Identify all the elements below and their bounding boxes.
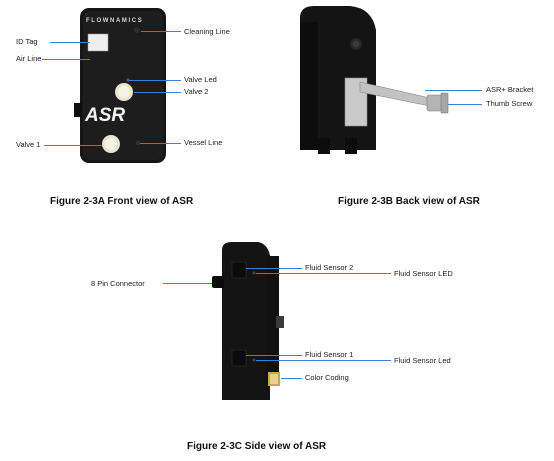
caption-figure-b: Figure 2-3B Back view of ASR — [338, 196, 480, 207]
leader-id-tag — [50, 42, 90, 43]
label-valve-2: Valve 2 — [184, 87, 209, 96]
leader-bracket — [425, 90, 482, 91]
leader-valve-2 — [134, 92, 181, 93]
label-connector: 8 Pin Connector — [91, 279, 145, 288]
label-cleaning-line: Cleaning Line — [184, 27, 230, 36]
leader-valve-led — [129, 80, 181, 81]
label-fluid-sensor-led-bottom: Fluid Sensor Led — [394, 356, 451, 365]
label-fluid-sensor-led-top: Fluid Sensor LED — [394, 269, 453, 278]
leader-fluid-sensor-2 — [246, 268, 302, 269]
label-color-coding: Color Coding — [305, 373, 349, 382]
leader-valve-1 — [44, 145, 102, 146]
caption-figure-c: Figure 2-3C Side view of ASR — [187, 441, 327, 452]
leader-fluid-sensor-1 — [246, 355, 302, 356]
leader-fluid-sensor-led-top — [256, 273, 391, 274]
label-air-line: Air Line — [16, 54, 42, 63]
leader-connector — [163, 283, 212, 284]
label-id-tag: ID Tag — [16, 37, 38, 46]
leader-thumb-screw — [448, 104, 482, 105]
label-vessel-line: Vessel Line — [184, 138, 223, 147]
label-bracket: ASR+ Bracket — [486, 85, 534, 94]
leader-air-line — [42, 59, 90, 60]
label-fluid-sensor-1: Fluid Sensor 1 — [305, 350, 354, 359]
leader-fluid-sensor-led-bottom — [256, 360, 391, 361]
label-thumb-screw: Thumb Screw — [486, 99, 533, 108]
label-fluid-sensor-2: Fluid Sensor 2 — [305, 263, 354, 272]
label-valve-led: Valve Led — [184, 75, 217, 84]
brand-text: FLOWNAMICS — [86, 18, 143, 24]
caption-figure-a: Figure 2-3A Front view of ASR — [50, 196, 194, 207]
leader-cleaning-line — [141, 31, 181, 32]
leader-color-coding — [281, 378, 302, 379]
leader-vessel-line — [140, 143, 181, 144]
asr-logo: ASR — [84, 105, 125, 126]
label-valve-1: Valve 1 — [16, 140, 41, 149]
